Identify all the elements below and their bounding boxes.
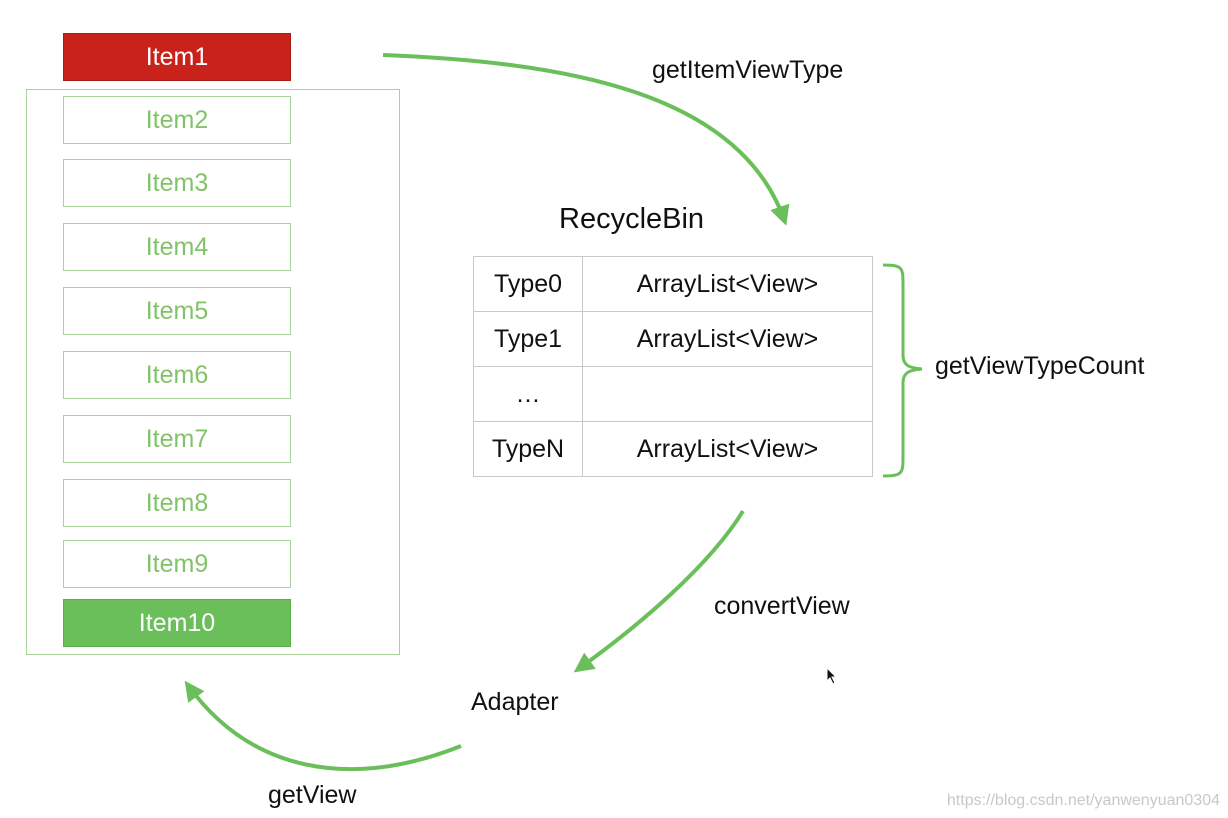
view-type-count-brace <box>882 263 923 478</box>
list-item: Item8 <box>63 479 291 527</box>
list-item: Item3 <box>63 159 291 207</box>
recycle-bin-title: RecycleBin <box>559 203 705 235</box>
get-view-label: getView <box>268 781 357 809</box>
convert-view-label: convertView <box>714 592 850 620</box>
list-item: Item2 <box>63 96 291 144</box>
watermark: https://blog.csdn.net/yanwenyuan0304 <box>946 792 1220 809</box>
list-item: Item5 <box>63 287 291 335</box>
list-item: Item9 <box>63 540 291 588</box>
arrow-convert-view <box>573 509 745 673</box>
recycle-bin-row: TypeN ArrayList<View> <box>473 421 873 477</box>
recycle-bin-table: Type0 ArrayList<View> Type1 ArrayList<Vi… <box>473 256 873 477</box>
get-view-type-count-label: getViewTypeCount <box>935 352 1145 380</box>
scrap-views-cell: ArrayList<View> <box>582 311 873 367</box>
mouse-pointer-icon <box>826 667 838 685</box>
list-item-new-bottom: Item10 <box>63 599 291 647</box>
view-type-cell: TypeN <box>473 421 583 477</box>
recycle-bin-row: Type0 ArrayList<View> <box>473 256 873 312</box>
view-type-cell: … <box>473 366 583 422</box>
adapter-label: Adapter <box>471 688 559 716</box>
view-type-cell: Type0 <box>473 256 583 312</box>
view-type-cell: Type1 <box>473 311 583 367</box>
arrow-get-item-view-type <box>382 53 790 226</box>
scrap-views-cell: ArrayList<View> <box>582 421 873 477</box>
scrap-views-cell: ArrayList<View> <box>582 256 873 312</box>
list-item: Item6 <box>63 351 291 399</box>
get-item-view-type-label: getItemViewType <box>652 56 844 84</box>
recycle-bin-row: … <box>473 366 873 422</box>
scrap-views-cell <box>582 366 873 422</box>
list-item: Item4 <box>63 223 291 271</box>
list-item-offscreen-top: Item1 <box>63 33 291 81</box>
list-item: Item7 <box>63 415 291 463</box>
recycle-bin-row: Type1 ArrayList<View> <box>473 311 873 367</box>
list-view-frame <box>26 89 400 655</box>
arrow-get-view <box>184 680 462 771</box>
